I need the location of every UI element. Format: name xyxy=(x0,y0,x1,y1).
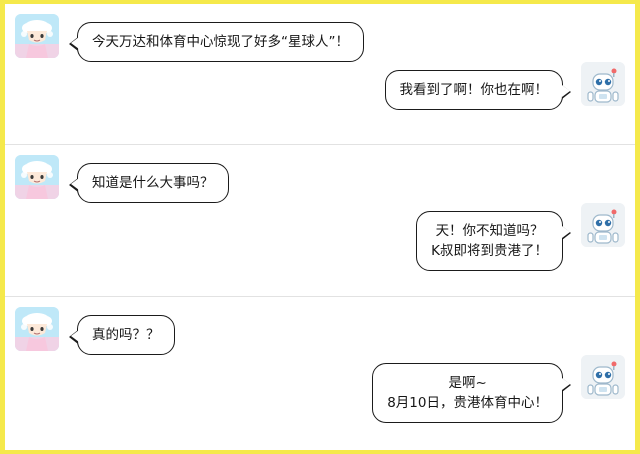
message-bubble: 是啊~ 8月10日，贵港体育中心！ xyxy=(372,363,571,423)
message-row-right: 是啊~ 8月10日，贵港体育中心！ xyxy=(15,355,625,423)
message-row-left: 今天万达和体育中心惊现了好多“星球人”！ xyxy=(15,14,625,62)
frame-edge-right xyxy=(635,0,640,454)
girl-avatar xyxy=(15,14,59,58)
frame-edge-bottom xyxy=(0,450,640,454)
message-bubble: 知道是什么大事吗？ xyxy=(69,163,229,203)
message-row-left: 知道是什么大事吗？ xyxy=(15,155,625,203)
frame-edge-top xyxy=(0,0,640,4)
frame-edge-left xyxy=(0,0,5,454)
message-bubble: 我看到了啊！你也在啊！ xyxy=(384,70,571,110)
message-row-right: 天！你不知道吗？ K叔即将到贵港了！ xyxy=(15,203,625,271)
conversation-block: 知道是什么大事吗？ 天！你不知道吗？ K叔即将到贵港了！ xyxy=(5,144,635,296)
conversation-block: 真的吗？？ 是啊~ 8月10日，贵港体育中心！ xyxy=(5,296,635,450)
robot-avatar xyxy=(581,62,625,106)
message-bubble: 今天万达和体育中心惊现了好多“星球人”！ xyxy=(69,22,364,62)
girl-avatar xyxy=(15,155,59,199)
robot-avatar xyxy=(581,203,625,247)
message-bubble: 天！你不知道吗？ K叔即将到贵港了！ xyxy=(416,211,571,271)
girl-avatar xyxy=(15,307,59,351)
conversation-block: 今天万达和体育中心惊现了好多“星球人”！ 我看到了啊！你也在啊！ xyxy=(5,4,635,144)
robot-avatar xyxy=(581,355,625,399)
message-row-left: 真的吗？？ xyxy=(15,307,625,355)
conversation-list: 今天万达和体育中心惊现了好多“星球人”！ 我看到了啊！你也在啊！ xyxy=(5,4,635,450)
message-row-right: 我看到了啊！你也在啊！ xyxy=(15,62,625,110)
message-bubble: 真的吗？？ xyxy=(69,315,175,355)
